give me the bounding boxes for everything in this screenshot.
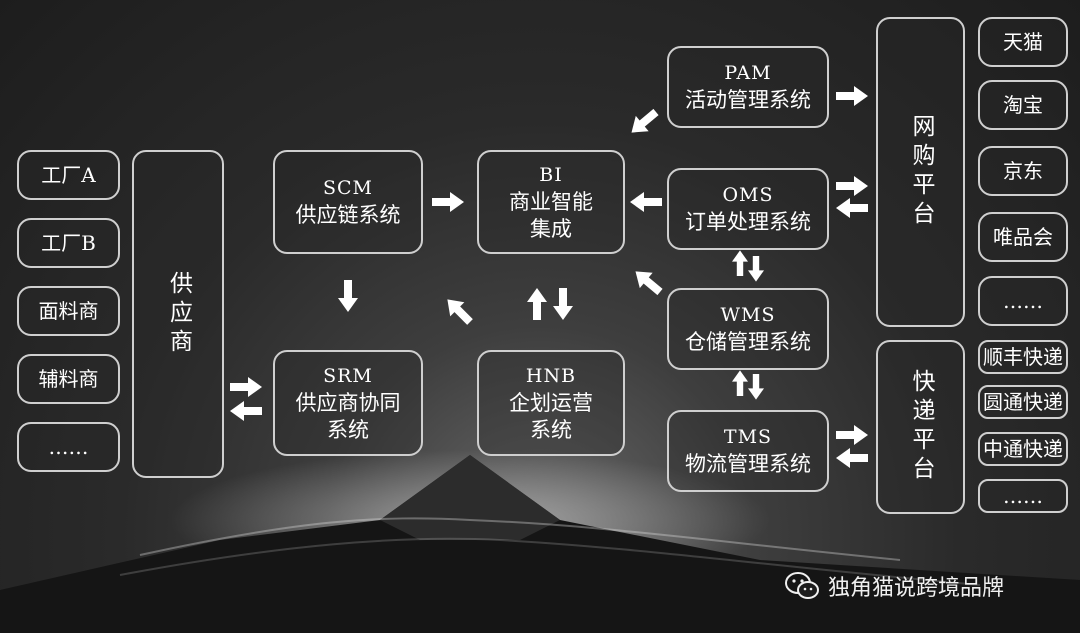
platform-more: …… xyxy=(978,276,1068,326)
source-fabric-supplier: 面料商 xyxy=(17,286,120,336)
source-label: 辅料商 xyxy=(38,366,99,391)
arrow-srm-to-bi xyxy=(440,292,478,330)
arrow-wms-to-tms xyxy=(748,374,764,400)
supplier-hub-label: 供应商 xyxy=(165,270,192,358)
arrow-supplier-to-srm xyxy=(230,377,262,397)
arrow-srm-to-supplier xyxy=(230,401,262,421)
arrow-hnb-to-bi xyxy=(527,288,547,320)
wms-name: 仓储管理系统 xyxy=(685,330,811,354)
platform-label: 京东 xyxy=(1003,158,1043,183)
tms-code: TMS xyxy=(723,426,773,448)
source-label: 工厂B xyxy=(41,230,96,255)
arrow-oms-to-wms xyxy=(748,256,764,282)
pam-code: PAM xyxy=(724,62,772,84)
pam-system: PAM 活动管理系统 xyxy=(667,46,829,128)
oms-code: OMS xyxy=(722,184,774,206)
arrow-tms-to-wms xyxy=(732,370,748,396)
watermark-text: 独角猫说跨境品牌 xyxy=(828,576,1005,601)
oms-name: 订单处理系统 xyxy=(685,210,811,234)
bi-system: BI 商业智能 集成 xyxy=(477,150,625,254)
wms-code: WMS xyxy=(720,304,776,326)
source-label: 工厂A xyxy=(41,162,96,187)
scm-system: SCM 供应链系统 xyxy=(273,150,423,254)
hnb-system: HNB 企划运营 系统 xyxy=(477,350,625,456)
supplier-hub: 供应商 xyxy=(132,150,224,478)
express-zto: 中通快递 xyxy=(978,432,1068,466)
arrow-bi-to-hnb xyxy=(553,288,573,320)
wechat-icon xyxy=(785,572,819,599)
arrow-wms-to-oms xyxy=(732,250,748,276)
tms-name: 物流管理系统 xyxy=(685,452,811,476)
source-accessory-supplier: 辅料商 xyxy=(17,354,120,404)
wms-system: WMS 仓储管理系统 xyxy=(667,288,829,370)
arrow-pam-to-bi xyxy=(625,104,663,141)
hnb-name-line1: 企划运营 xyxy=(509,390,593,415)
express-more: …… xyxy=(978,479,1068,513)
platform-taobao: 淘宝 xyxy=(978,80,1068,130)
srm-name-line1: 供应商协同 xyxy=(295,390,401,415)
platform-tmall: 天猫 xyxy=(978,17,1068,67)
hnb-code: HNB xyxy=(525,364,577,387)
arrow-oms-to-bi xyxy=(630,192,662,212)
arrow-pam-to-online xyxy=(836,86,868,106)
source-label: …… xyxy=(48,434,89,459)
bi-code: BI xyxy=(539,163,563,186)
online-platform: 网购平台 xyxy=(876,17,965,327)
platform-jd: 京东 xyxy=(978,146,1068,196)
express-label: 顺丰快递 xyxy=(983,344,1063,369)
oms-system: OMS 订单处理系统 xyxy=(667,168,829,250)
scm-code: SCM xyxy=(322,177,373,199)
watermark: 独角猫说跨境品牌 xyxy=(784,570,1004,602)
srm-system: SRM 供应商协同 系统 xyxy=(273,350,423,456)
arrow-express-to-tms xyxy=(836,448,868,468)
arrow-wms-to-bi xyxy=(629,263,667,300)
pam-name: 活动管理系统 xyxy=(685,88,811,112)
scm-name: 供应链系统 xyxy=(295,203,401,227)
arrow-oms-to-online xyxy=(836,176,868,196)
bi-name-line1: 商业智能 xyxy=(509,189,593,214)
express-yto: 圆通快递 xyxy=(978,385,1068,419)
arrow-scm-to-srm xyxy=(338,280,358,312)
arrow-scm-to-bi xyxy=(432,192,464,212)
express-label: 圆通快递 xyxy=(983,389,1063,414)
express-sf: 顺丰快递 xyxy=(978,340,1068,374)
tms-system: TMS 物流管理系统 xyxy=(667,410,829,492)
source-label: 面料商 xyxy=(38,298,99,323)
express-platform: 快递平台 xyxy=(876,340,965,514)
source-factory-b: 工厂B xyxy=(17,218,120,268)
srm-code: SRM xyxy=(323,364,373,387)
arrow-tms-to-express xyxy=(836,425,868,445)
platform-label: 唯品会 xyxy=(993,224,1053,249)
express-label: 中通快递 xyxy=(983,436,1063,461)
srm-name-line2: 系统 xyxy=(327,417,369,442)
express-label: …… xyxy=(1003,483,1043,508)
bi-name-line2: 集成 xyxy=(530,216,572,241)
platform-label: …… xyxy=(1003,288,1043,313)
hnb-name-line2: 系统 xyxy=(530,417,572,442)
source-factory-a: 工厂A xyxy=(17,150,120,200)
platform-vip: 唯品会 xyxy=(978,212,1068,262)
online-platform-label: 网购平台 xyxy=(908,114,934,230)
platform-label: 淘宝 xyxy=(1003,92,1043,117)
express-platform-label: 快递平台 xyxy=(908,369,934,485)
platform-label: 天猫 xyxy=(1003,29,1043,54)
arrow-online-to-oms xyxy=(836,198,868,218)
source-more: …… xyxy=(17,422,120,472)
